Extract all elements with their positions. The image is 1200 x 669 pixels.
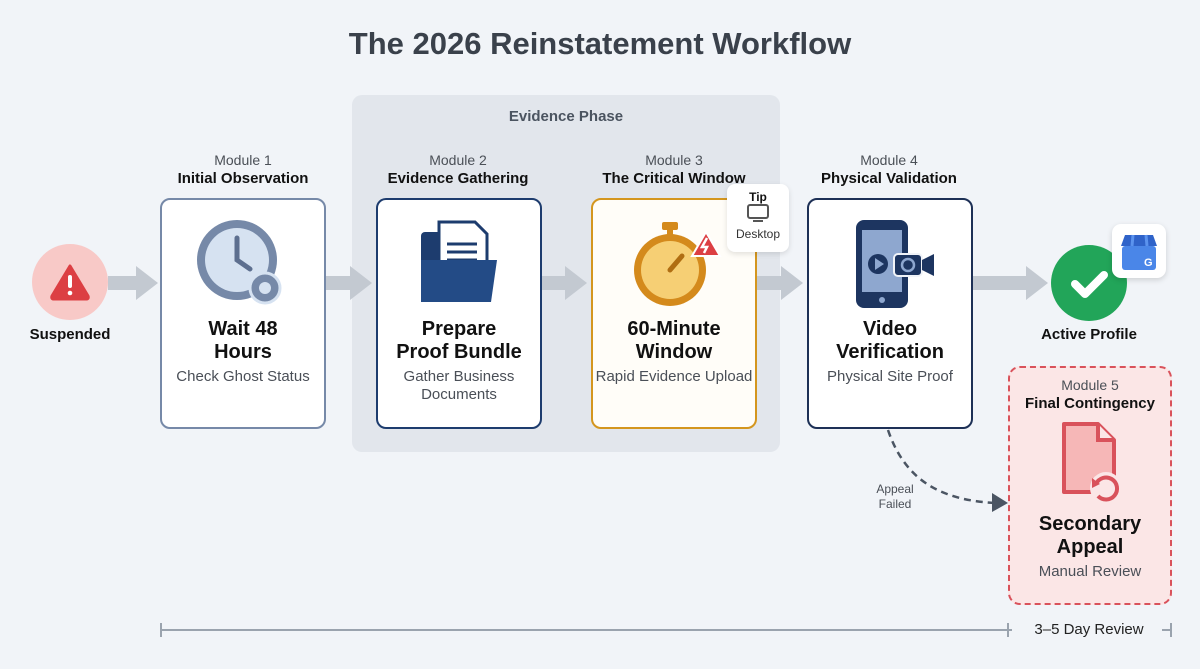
arrow-2 xyxy=(326,276,356,290)
module-1-header: Module 1 Initial Observation xyxy=(143,152,343,187)
module-name: Physical Validation xyxy=(821,170,957,187)
stopwatch-alert-icon xyxy=(634,222,722,306)
card-subtitle: Manual Review xyxy=(1038,563,1142,580)
module-number: Module 5 xyxy=(1061,377,1119,393)
folder-document-icon xyxy=(421,220,497,302)
module-3-header: Module 3 The Critical Window xyxy=(574,152,774,187)
clock-gear-icon xyxy=(197,220,282,305)
tip-text: Desktop xyxy=(735,227,781,241)
document-retry-icon xyxy=(1062,422,1122,504)
appeal-failed-arrow xyxy=(886,429,996,505)
card-subtitle: Gather Business Documents xyxy=(403,368,515,403)
module-name: Final Contingency xyxy=(1024,395,1155,412)
active-profile-label: Active Profile xyxy=(1041,326,1137,343)
module-name: Evidence Gathering xyxy=(387,170,529,187)
arrow-4 xyxy=(757,276,783,290)
desktop-icon xyxy=(747,204,769,222)
arrow-3 xyxy=(541,276,567,290)
warning-icon xyxy=(50,264,90,301)
evidence-phase-label: Evidence Phase xyxy=(508,108,624,125)
module-number: Module 1 xyxy=(214,152,272,168)
module-number: Module 3 xyxy=(645,152,703,168)
google-business-icon: G xyxy=(1121,234,1157,270)
arrow-5 xyxy=(972,276,1028,290)
module-4-header: Module 4 Physical Validation xyxy=(789,152,989,187)
suspended-node xyxy=(32,244,108,320)
module-number: Module 2 xyxy=(429,152,487,168)
module-2-header: Module 2 Evidence Gathering xyxy=(358,152,558,187)
card-subtitle: Rapid Evidence Upload xyxy=(595,368,753,385)
check-icon xyxy=(1071,271,1108,298)
google-business-badge: G xyxy=(1112,224,1166,278)
tip-label: Tip xyxy=(749,190,767,204)
suspended-label: Suspended xyxy=(29,326,111,343)
module-number: Module 4 xyxy=(860,152,918,168)
timeline xyxy=(160,623,1172,637)
module-name: The Critical Window xyxy=(602,170,746,187)
page-title: The 2026 Reinstatement Workflow xyxy=(348,26,852,61)
svg-text:G: G xyxy=(1144,257,1153,269)
module-name: Initial Observation xyxy=(177,170,309,187)
timeline-label: 3–5 Day Review xyxy=(1016,621,1162,638)
card-subtitle: Check Ghost Status xyxy=(176,368,310,385)
phone-video-icon xyxy=(856,220,934,308)
tip-callout: Tip Desktop xyxy=(727,184,789,252)
card-subtitle: Physical Site Proof xyxy=(827,368,953,385)
arrow-1 xyxy=(108,276,138,290)
